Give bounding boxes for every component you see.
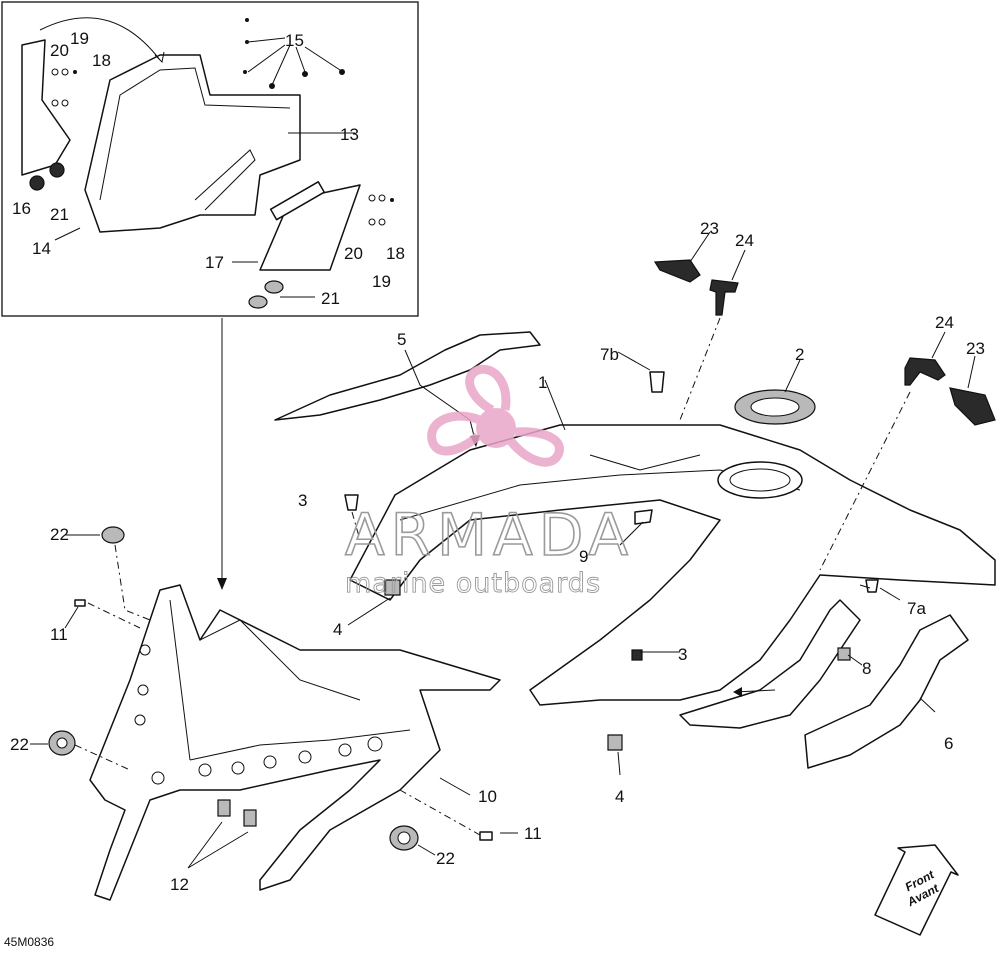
callout-18-right: 18	[386, 244, 405, 263]
right-bracket	[259, 184, 361, 271]
inset-frame	[1, 1, 419, 317]
callout-15: 15	[285, 31, 304, 50]
bolt-24-right	[904, 357, 946, 386]
callout-4-upper: 4	[333, 620, 342, 639]
callout-9: 9	[579, 547, 588, 566]
callout-20-right: 20	[344, 244, 363, 263]
screw-11-left	[74, 599, 86, 607]
screw-7a	[865, 579, 879, 593]
callout-22-bottom: 22	[436, 849, 455, 868]
callout-3-lower: 3	[678, 645, 687, 664]
grommet-21-left-b	[49, 162, 65, 178]
callout-3-upper: 3	[298, 491, 307, 510]
callout-labels: 1 2 3 3 4 4 5 6 7a 7b 8 9 10 11 11 12 13…	[10, 29, 985, 894]
callout-19-top: 19	[70, 29, 89, 48]
screw-11-bottom	[479, 831, 493, 841]
callout-24-right: 24	[935, 313, 954, 332]
callout-7a: 7a	[907, 599, 926, 618]
grommet-21-bottom-b	[264, 280, 284, 294]
watermark-title: ARMADA	[345, 501, 634, 569]
callout-23-right: 23	[966, 339, 985, 358]
grommet-21-left-a	[29, 175, 45, 191]
callout-16: 16	[12, 199, 31, 218]
callout-4-lower: 4	[615, 787, 624, 806]
callout-13: 13	[340, 125, 359, 144]
reference-code: 45M0836	[4, 935, 54, 949]
callout-17: 17	[205, 253, 224, 272]
callout-22-left: 22	[10, 735, 29, 754]
callout-21-left: 21	[50, 205, 69, 224]
callout-14: 14	[32, 239, 51, 258]
side-panel-6	[804, 614, 969, 769]
callout-8: 8	[862, 659, 871, 678]
clip-8	[837, 647, 851, 661]
callout-19-right: 19	[372, 272, 391, 291]
front-direction-arrow: Front Avant	[874, 844, 959, 936]
callout-24-left: 24	[735, 231, 754, 250]
left-bracket	[21, 39, 71, 176]
clip-12-b	[243, 809, 257, 827]
callout-12: 12	[170, 875, 189, 894]
callout-18-top: 18	[92, 51, 111, 70]
callout-11-left: 11	[50, 625, 68, 644]
washers-right	[368, 194, 394, 226]
callout-22-top: 22	[50, 525, 69, 544]
nut-4-upper	[384, 579, 401, 596]
fairing-holes	[134, 644, 383, 785]
callout-11-bottom: 11	[524, 824, 542, 843]
watermark-subtitle: marine outboards	[345, 568, 601, 599]
callout-6: 6	[944, 734, 953, 753]
trim-23-left	[653, 259, 701, 283]
callout-1: 1	[538, 373, 547, 392]
front-body-panel	[349, 424, 996, 706]
callout-5: 5	[397, 330, 406, 349]
propeller-logo	[427, 364, 564, 467]
trim-23-right	[949, 387, 996, 426]
fuel-opening	[717, 461, 803, 499]
screw-3-upper	[344, 494, 359, 511]
windshield	[84, 54, 301, 233]
callout-23-left: 23	[700, 219, 719, 238]
callout-2: 2	[795, 345, 804, 364]
nut-4-lower	[607, 734, 623, 751]
side-panel-5	[274, 331, 541, 421]
screw-7b	[649, 371, 665, 393]
clip-9	[634, 509, 653, 525]
clip-12-a	[217, 799, 231, 817]
bolt-24-left	[709, 279, 739, 316]
grommet-21-bottom-a	[248, 295, 268, 309]
callout-21-bottom: 21	[321, 289, 340, 308]
callout-10: 10	[478, 787, 497, 806]
callout-7b: 7b	[600, 345, 619, 364]
callout-20-top: 20	[50, 41, 69, 60]
grommet-22-top	[101, 526, 125, 544]
screws-15	[243, 18, 345, 89]
screw-3-lower	[631, 649, 643, 661]
watermark: ARMADA marine outboards	[344, 364, 634, 599]
washers-left	[51, 68, 77, 107]
